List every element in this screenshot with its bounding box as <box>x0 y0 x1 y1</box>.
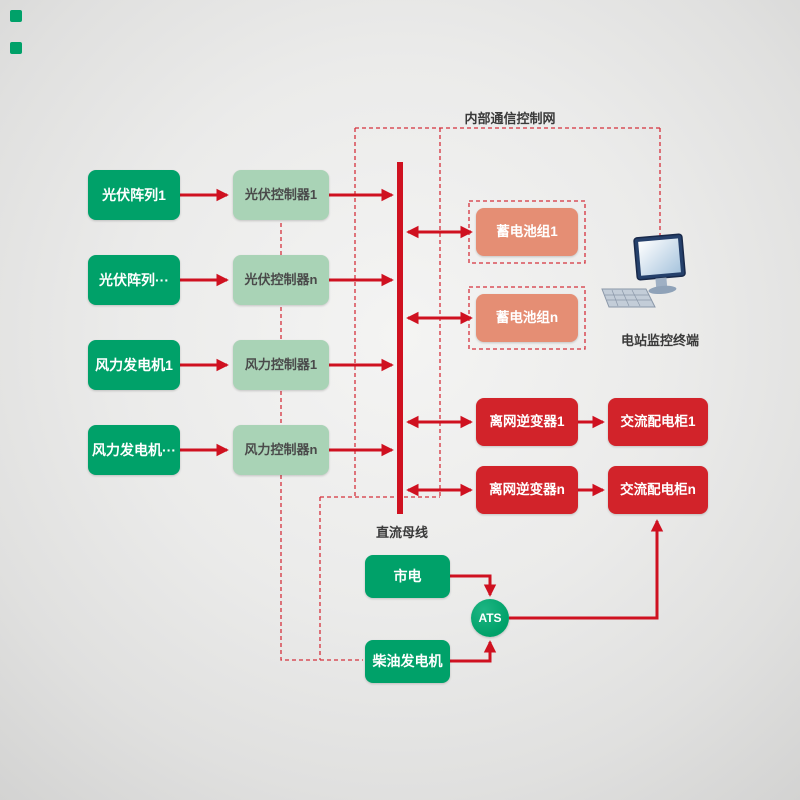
node-pv-array-n: 光伏阵列··· <box>88 255 180 305</box>
comm-network-dashed-lines <box>280 127 661 661</box>
dc-bus-label: 直流母线 <box>375 525 428 540</box>
node-diesel-generator: 柴油发电机 <box>365 640 450 683</box>
node-wind-controller-n: 风力控制器n <box>233 425 329 475</box>
keyboard-icon <box>601 288 656 308</box>
monitor-icon <box>601 233 686 308</box>
node-battery-group-n: 蓄电池组n <box>476 294 578 342</box>
node-pv-controller-n: 光伏控制器n <box>233 255 329 305</box>
node-ac-cabinet-n: 交流配电柜n <box>608 466 708 514</box>
monitor-terminal-label: 电站监控终端 <box>620 333 699 348</box>
node-ats-switch: ATS <box>471 599 509 637</box>
node-mains-power: 市电 <box>365 555 450 598</box>
decorative-green-icon <box>10 10 22 22</box>
power-flow-arrows <box>180 188 664 663</box>
network-title: 内部通信控制网 <box>464 111 556 126</box>
decorative-green-icon <box>10 42 22 54</box>
node-pv-array-1: 光伏阵列1 <box>88 170 180 220</box>
node-wind-turbine-n: 风力发电机··· <box>88 425 180 475</box>
node-pv-controller-1: 光伏控制器1 <box>233 170 329 220</box>
node-offgrid-inverter-1: 离网逆变器1 <box>476 398 578 446</box>
node-wind-controller-1: 风力控制器1 <box>233 340 329 390</box>
node-offgrid-inverter-n: 离网逆变器n <box>476 466 578 514</box>
node-battery-group-1: 蓄电池组1 <box>476 208 578 256</box>
node-wind-turbine-1: 风力发电机1 <box>88 340 180 390</box>
node-ac-cabinet-1: 交流配电柜1 <box>608 398 708 446</box>
